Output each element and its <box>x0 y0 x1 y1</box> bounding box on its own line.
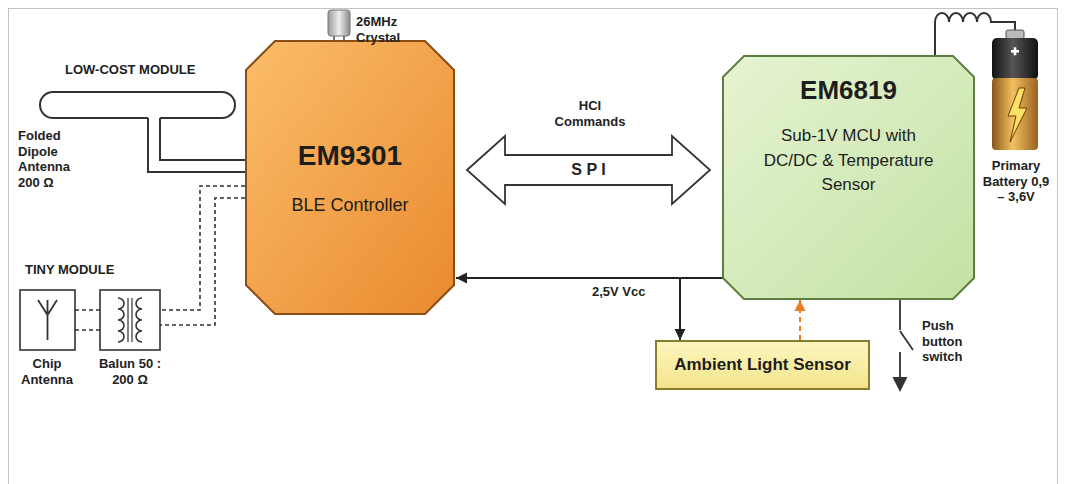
part-label: Primary Battery 0,9 – 3,6V <box>978 158 1054 205</box>
module-label: TINY MODULE <box>25 262 185 278</box>
connector <box>795 300 806 340</box>
antenna-label: Folded Dipole Antenna 200 Ω <box>18 128 92 190</box>
frame <box>9 9 1058 484</box>
chip-name: EM9301 <box>298 139 402 173</box>
chip-description: Sub-1V MCU with DC/DC & Temperature Sens… <box>754 124 944 198</box>
chip-antenna <box>20 290 75 350</box>
signal-label: HCI Commands <box>552 98 628 129</box>
chip-role: BLE Controller <box>291 195 408 217</box>
antenna-symbol <box>38 300 57 340</box>
part-label: 26MHz Crystal <box>356 14 418 45</box>
connector <box>467 136 710 204</box>
connector-line <box>680 278 723 340</box>
crystal <box>328 10 350 41</box>
connector <box>675 278 724 340</box>
antenna-feed-line <box>148 118 245 172</box>
switch-wire <box>899 300 901 330</box>
sensor-box-outline <box>656 341 869 389</box>
battery-cap <box>1006 30 1024 39</box>
signal-label: 2,5V Vcc <box>592 284 646 300</box>
battery <box>992 30 1038 150</box>
controller-chip-outline <box>246 41 454 314</box>
dashed-feed-line <box>160 186 245 310</box>
antenna-feed-line <box>160 118 245 160</box>
module-label: LOW-COST MODULE <box>65 62 225 78</box>
dashed-feed-line <box>160 198 245 325</box>
part-label: Chip Antenna <box>12 356 82 387</box>
switch-wire <box>899 352 901 380</box>
arrowhead <box>795 300 806 311</box>
crystal <box>328 10 350 36</box>
chip-name: EM6819 <box>800 75 897 106</box>
transformer-coil <box>118 298 124 342</box>
folded-dipole-antenna <box>40 92 245 172</box>
folded-dipole-antenna <box>40 92 235 118</box>
arrowhead <box>675 329 686 340</box>
chip-antenna <box>20 290 75 350</box>
plus-sign <box>1014 47 1017 55</box>
dashed-feed-line <box>75 309 100 311</box>
push-button-switch <box>894 300 913 390</box>
sensor-name: Ambient Light Sensor <box>674 355 851 375</box>
part-label: Balun 50 : 200 Ω <box>90 356 170 387</box>
sensor-box: Ambient Light Sensor <box>655 340 870 390</box>
mcu-chip: EM6819Sub-1V MCU with DC/DC & Temperatur… <box>722 55 975 300</box>
part-label: Push button switch <box>922 318 986 365</box>
signal-label: S P I <box>571 160 605 179</box>
transformer-core <box>128 298 132 342</box>
balun <box>100 290 160 350</box>
frame <box>9 9 1058 484</box>
balun <box>100 290 160 350</box>
controller-chip: EM9301BLE Controller <box>245 40 455 315</box>
dashed-feed-line <box>75 329 100 331</box>
lightning-bolt <box>1008 88 1027 142</box>
arrowhead <box>456 273 467 284</box>
battery-body <box>992 78 1038 150</box>
bus-arrow <box>467 136 710 204</box>
switch-contact <box>900 331 913 350</box>
controller-chip-outline <box>245 40 455 315</box>
ground-arrow <box>894 378 906 390</box>
battery-top <box>992 38 1038 80</box>
mcu-chip-outline <box>723 56 974 299</box>
transformer-coil <box>136 298 142 342</box>
